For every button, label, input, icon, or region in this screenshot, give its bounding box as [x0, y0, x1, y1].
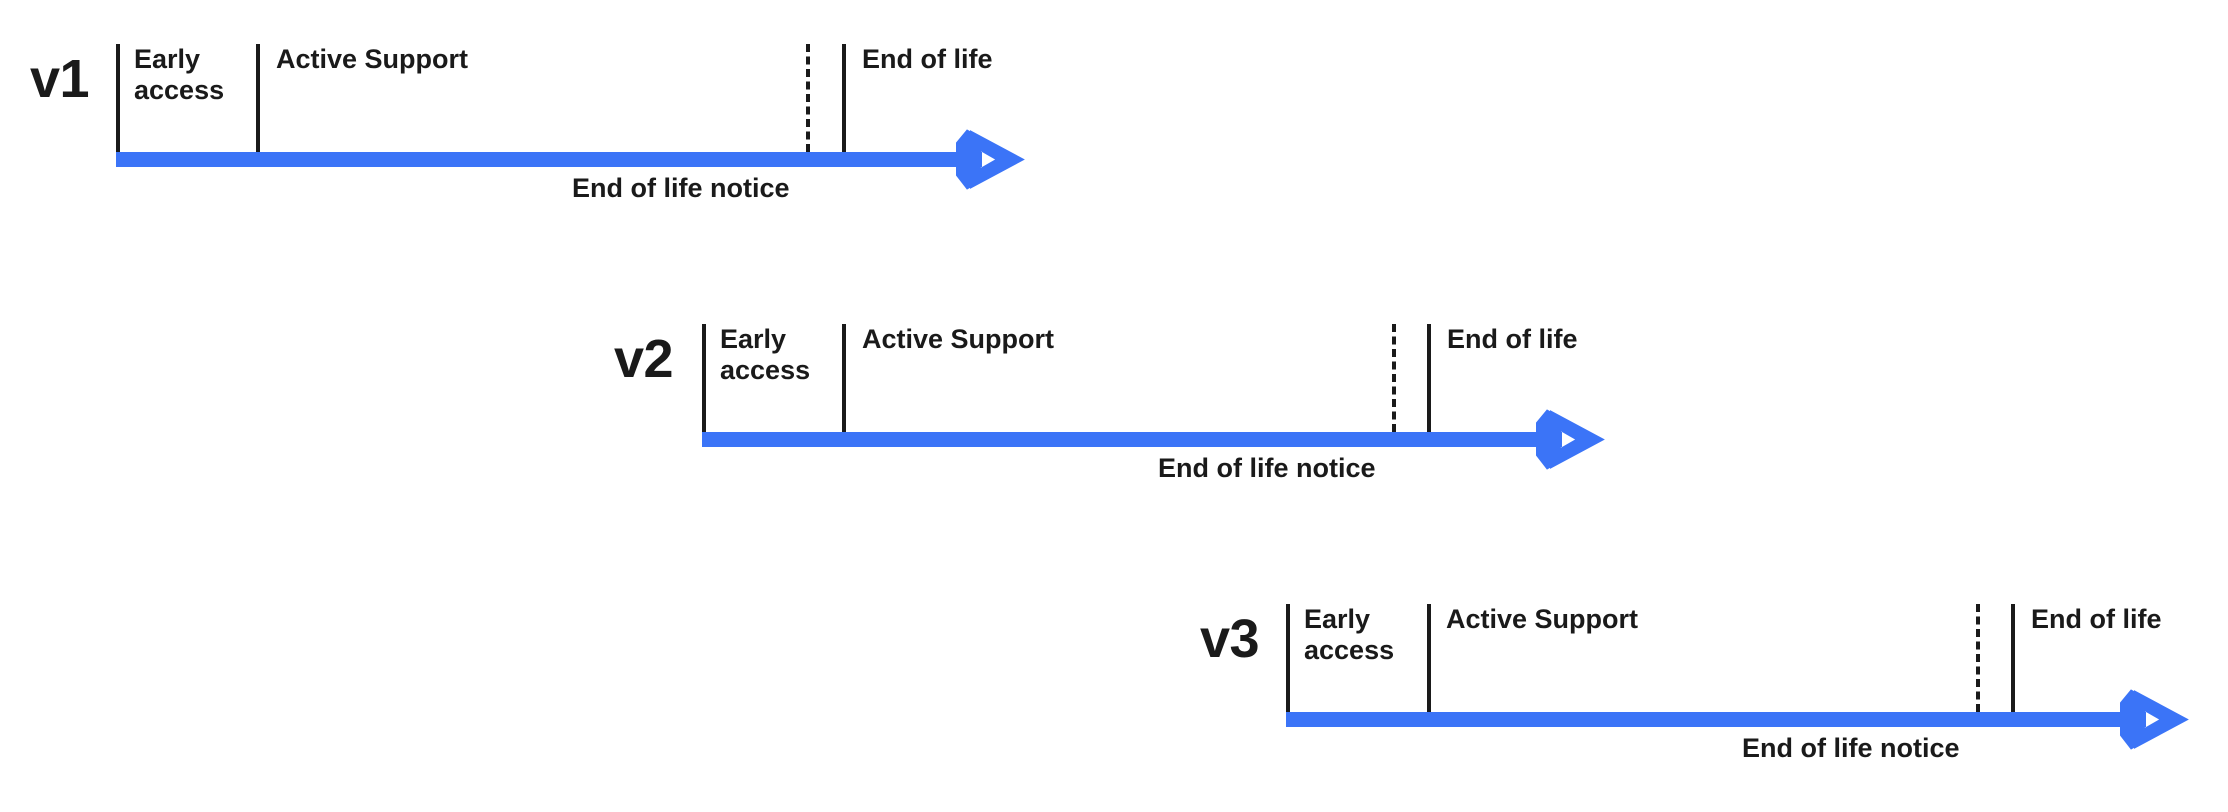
phase-divider-solid-v1-3: [842, 44, 846, 152]
phase-divider-dashed-v1-2: [806, 44, 810, 152]
timeline-arrowhead-v1: [956, 120, 1028, 199]
version-label-v3: v3: [1200, 609, 1260, 669]
phase-label-v1-0: Early access: [134, 44, 225, 105]
phase-divider-solid-v3-1: [1427, 604, 1431, 712]
phase-divider-solid-v2-3: [1427, 324, 1431, 432]
phase-divider-dashed-v2-2: [1392, 324, 1396, 432]
phase-divider-solid-v2-0: [702, 324, 706, 432]
timeline-bar-v3: [1286, 712, 2146, 727]
timeline-arrowhead-v3: [2120, 680, 2192, 759]
phase-label-v2-2: End of life: [1447, 324, 1578, 354]
phase-label-v3-1: Active Support: [1446, 604, 1639, 634]
version-label-v1: v1: [30, 49, 90, 109]
timeline-bar-v2: [702, 432, 1562, 447]
timeline-bar-v1: [116, 152, 982, 167]
phase-label-v1-1: Active Support: [276, 44, 469, 74]
phase-divider-solid-v1-0: [116, 44, 120, 152]
end-of-life-notice-label-v3: End of life notice: [1742, 733, 1960, 763]
phase-divider-solid-v2-1: [842, 324, 846, 432]
phase-label-v2-0: Early access: [720, 324, 811, 385]
phase-divider-solid-v1-1: [256, 44, 260, 152]
phase-divider-solid-v3-0: [1286, 604, 1290, 712]
end-of-life-notice-label-v2: End of life notice: [1158, 453, 1376, 483]
end-of-life-notice-label-v1: End of life notice: [572, 173, 790, 203]
phase-divider-dashed-v3-2: [1976, 604, 1980, 712]
phase-label-v2-1: Active Support: [862, 324, 1055, 354]
phase-label-v3-2: End of life: [2031, 604, 2162, 634]
version-label-v2: v2: [614, 329, 674, 389]
timeline-arrowhead-v2: [1536, 400, 1608, 479]
phase-label-v3-0: Early access: [1304, 604, 1395, 665]
phase-divider-solid-v3-3: [2011, 604, 2015, 712]
phase-label-v1-2: End of life: [862, 44, 993, 74]
